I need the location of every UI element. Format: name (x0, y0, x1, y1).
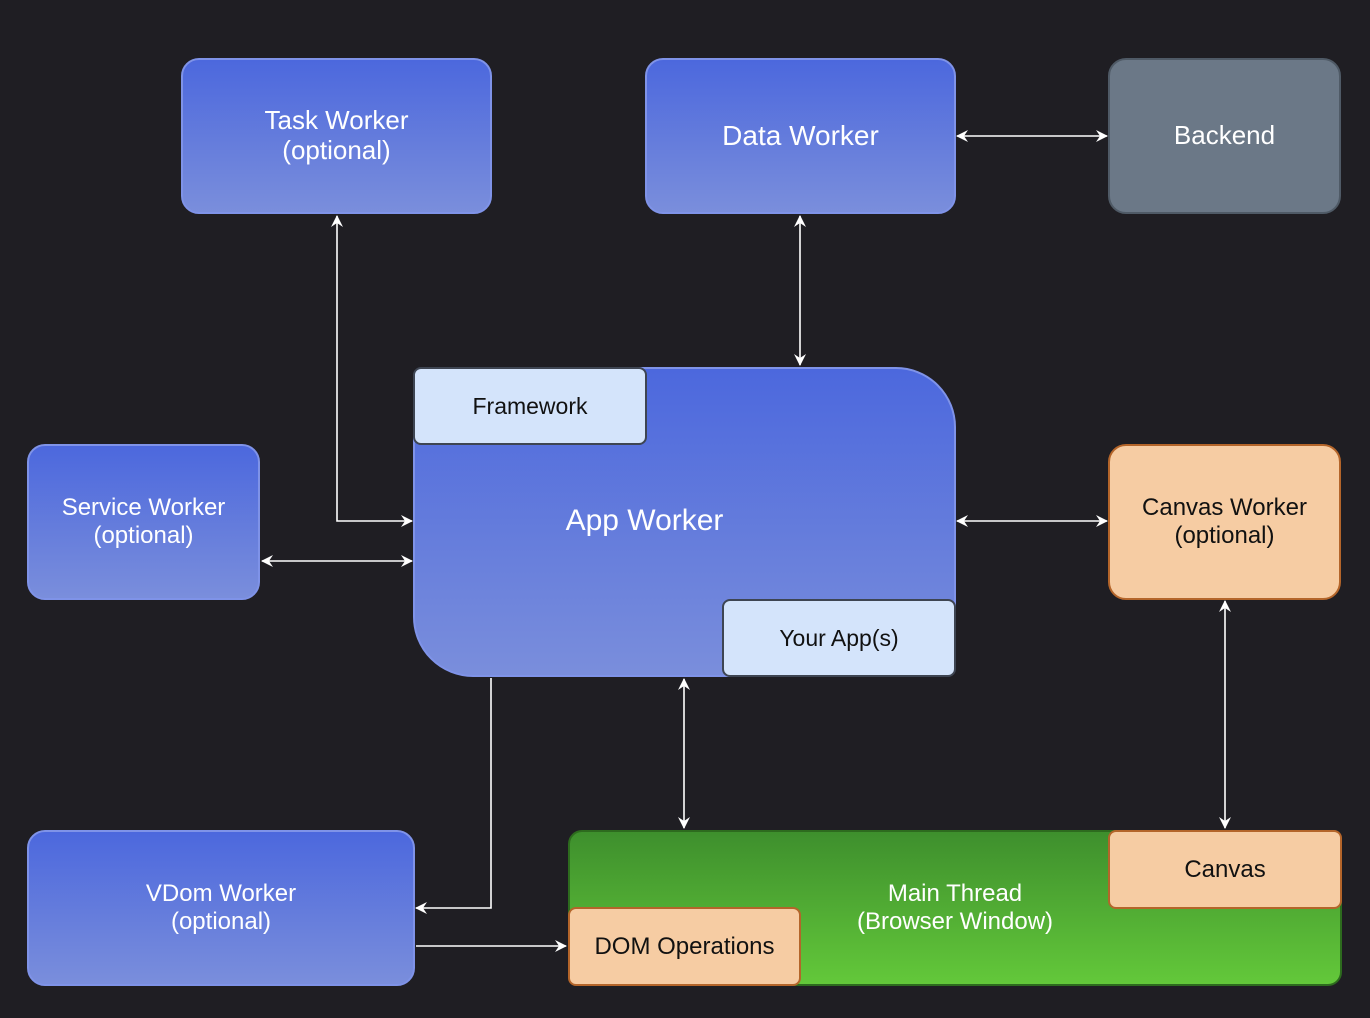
dom-operations-label: DOM Operations (594, 932, 775, 960)
app-worker-label: App Worker (565, 503, 724, 537)
canvas-worker-node: Canvas Worker (optional) (1108, 444, 1341, 600)
service-worker-label: Service Worker (optional) (61, 494, 226, 549)
vdom-worker-label: VDom Worker (optional) (145, 880, 297, 935)
canvas-label: Canvas (1184, 855, 1266, 883)
data-worker-label: Data Worker (722, 119, 879, 151)
service-worker-node: Service Worker (optional) (27, 444, 260, 600)
framework-label: Framework (472, 392, 588, 419)
backend-label: Backend (1173, 120, 1276, 151)
vdom-worker-node: VDom Worker (optional) (27, 830, 415, 986)
framework-node: Framework (413, 367, 647, 445)
canvas-worker-label: Canvas Worker (optional) (1142, 494, 1307, 549)
your-apps-node: Your App(s) (722, 599, 956, 677)
canvas-node: Canvas (1108, 830, 1342, 909)
backend-node: Backend (1108, 58, 1341, 214)
your-apps-label: Your App(s) (779, 624, 899, 651)
task-worker-node: Task Worker (optional) (181, 58, 492, 214)
main-thread-label: Main Thread (Browser Window) (856, 880, 1054, 935)
connector-app-worker-vdom-worker (415, 678, 492, 914)
dom-operations-node: DOM Operations (568, 907, 801, 986)
task-worker-label: Task Worker (optional) (264, 105, 409, 165)
data-worker-node: Data Worker (645, 58, 956, 214)
connector-task-worker-app-worker (331, 215, 413, 527)
